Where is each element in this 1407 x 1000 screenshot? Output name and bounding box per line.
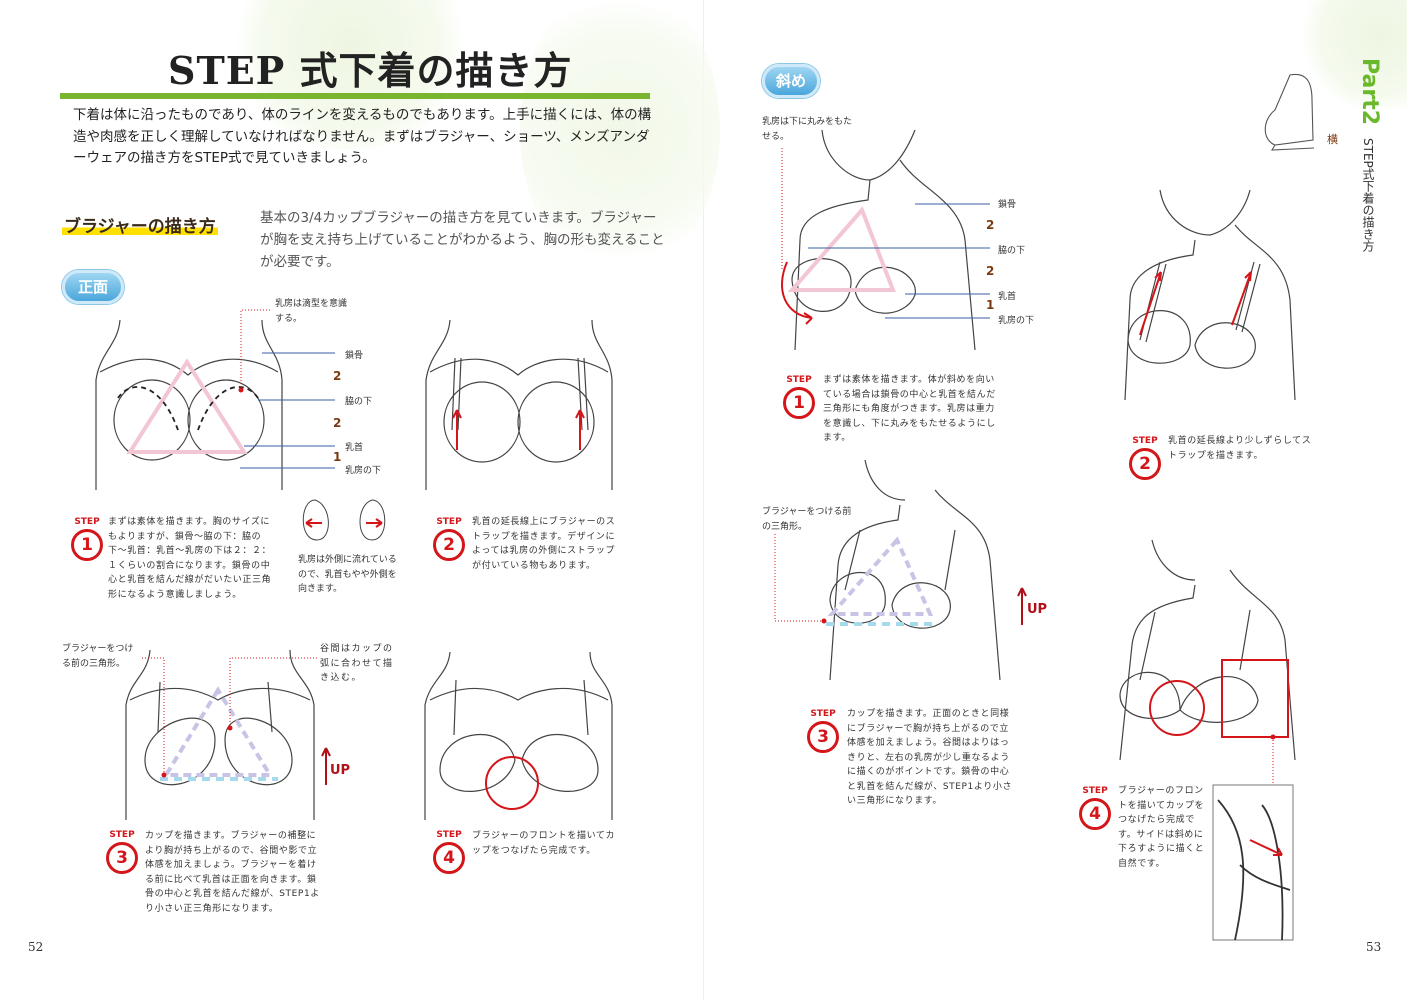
front-fig2-diagram: [425, 319, 613, 490]
step-4-text: ブラジャーのフロントを描いてカップをつなげたら完成です。: [472, 831, 616, 856]
ratio-value: 2: [333, 416, 342, 430]
step-1-text-right: まずは素体を描きます。体が斜めを向いている場合は鎖骨の中心と乳首を結んだ三角形に…: [823, 375, 996, 443]
diagonal-fig2-diagram: [1124, 189, 1296, 401]
diagonal-fig3-diagram: [774, 459, 1027, 681]
diagonal-fig4-diagram: [1119, 539, 1296, 941]
detail-zoom-panel: [1212, 784, 1294, 941]
guide-label-nipple: 乳首: [345, 443, 364, 453]
fig3-note-right-page: ブラジャーをつける前の三角形。: [762, 507, 852, 532]
step-3-text-right: カップを描きます。正面のときと同様にブラジャーで胸が持ち上がるので立体感を加えま…: [847, 709, 1013, 806]
page-number-left: 52: [28, 940, 44, 954]
front-fig1-diagram: [95, 309, 335, 490]
up-label: UP: [330, 763, 351, 778]
guide-triangle: [827, 536, 934, 616]
step-1-text: まずは素体を描きます。胸のサイズにもよりますが、鎖骨〜脇の下：脇の下〜乳首：乳首…: [108, 517, 272, 600]
lace-decoration: [1300, 0, 1407, 110]
fig1-note: 乳房は滴型を意識する。: [275, 299, 348, 324]
arrow-up-icon: [1231, 271, 1252, 326]
page-gutter: [703, 0, 704, 1000]
guide-triangle: [126, 358, 248, 454]
ratio-value: 2: [333, 369, 342, 383]
teardrop-diagrams: [302, 499, 386, 541]
view-badge-diagonal: 斜め: [762, 64, 820, 98]
side-view-bra-sketch: [1264, 73, 1315, 151]
teardrop-guide: [197, 386, 259, 431]
ratio-value: 1: [986, 298, 995, 312]
fig3-note-left: ブラジャーをつける前の三角形。: [62, 644, 134, 669]
highlight-box: [1221, 659, 1289, 738]
proportion-guide-lines: [240, 352, 335, 469]
arrow-left-icon: [305, 518, 322, 528]
arrow-up-icon: [1139, 271, 1162, 336]
view-badge-front: 正面: [62, 270, 124, 304]
guide-label-underarm: 脇の下: [998, 246, 1026, 256]
guide-label-collarbone: 鎖骨: [998, 200, 1017, 210]
side-label: 横: [1327, 133, 1338, 146]
callout-line: [140, 657, 165, 775]
page-number-right: 53: [1366, 940, 1382, 954]
chapter-title-vertical: STEP式下着の描き方: [1361, 138, 1375, 252]
arrow-up-icon: [321, 747, 331, 785]
guide-label-under-breast: 乳房の下: [998, 316, 1035, 326]
callout-line: [229, 657, 318, 728]
curved-arrow-icon: [781, 261, 813, 325]
guide-triangle: [787, 206, 896, 292]
guide-label-collarbone: 鎖骨: [345, 351, 364, 361]
torso-outline: [95, 319, 283, 490]
page-title: STEP 式下着の描き方: [168, 48, 573, 93]
arrow-icon: [1249, 839, 1283, 856]
callout-line: [240, 309, 272, 390]
intro-text: 下着は体に沿ったものであり、体のラインを変えるものでもあります。上手に描くには、…: [73, 107, 652, 166]
step-4-text-right: ブラジャーのフロントを描いてカップをつなげたら完成です。サイドは斜めに下ろすよう…: [1118, 786, 1205, 869]
arrow-right-icon: [366, 518, 383, 528]
section-heading: ブラジャーの描き方: [62, 212, 218, 237]
callout-line: [774, 532, 824, 622]
guide-label-underarm: 脇の下: [345, 397, 373, 407]
step-3-text: カップを描きます。ブラジャーの補整により胸が持ち上がるので、谷間や影で立体感を加…: [145, 831, 320, 914]
step-2-text: 乳首の延長線上にブラジャーのストラップを描きます。デザインによっては乳房の外側に…: [472, 517, 616, 571]
ratio-value: 2: [986, 264, 995, 278]
front-fig3-diagram: [125, 649, 331, 820]
part-label: Part2: [1357, 58, 1382, 126]
up-label-right: UP: [1027, 602, 1048, 617]
front-fig4-diagram: [424, 651, 613, 820]
section-description: 基本の3/4カップブラジャーの描き方を見ていきます。ブラジャーが胸を支え持ち上げ…: [260, 210, 665, 270]
drop-caption: 乳房は外側に流れているので、乳首もやや外側を向きます。: [298, 555, 397, 594]
arrow-up-icon: [575, 409, 585, 450]
callout-dot: [238, 387, 244, 393]
proportion-guide-lines: [808, 203, 990, 319]
diagonal-fig1-diagram: [781, 129, 990, 351]
step-2-text-right: 乳首の延長線より少しずらしてストラップを描きます。: [1168, 436, 1312, 461]
teardrop-guide: [117, 386, 179, 431]
arrow-up-icon: [1017, 587, 1027, 625]
guide-triangle: [162, 686, 274, 777]
arrow-up-icon: [452, 409, 462, 450]
highlight-circle: [1149, 680, 1205, 736]
guide-label-under-breast: 乳房の下: [345, 466, 382, 476]
lace-decoration: [520, 0, 720, 280]
ratio-value: 1: [333, 450, 342, 464]
title-underline: [60, 93, 650, 99]
fig3-note-right: 谷間はカップの弧に合わせて描き込む。: [320, 644, 394, 683]
ratio-value: 2: [986, 218, 995, 232]
fig1-note-right: 乳房は下に丸みをもたせる。: [762, 117, 853, 142]
highlight-circle: [485, 756, 539, 810]
guide-label-nipple: 乳首: [998, 292, 1017, 302]
